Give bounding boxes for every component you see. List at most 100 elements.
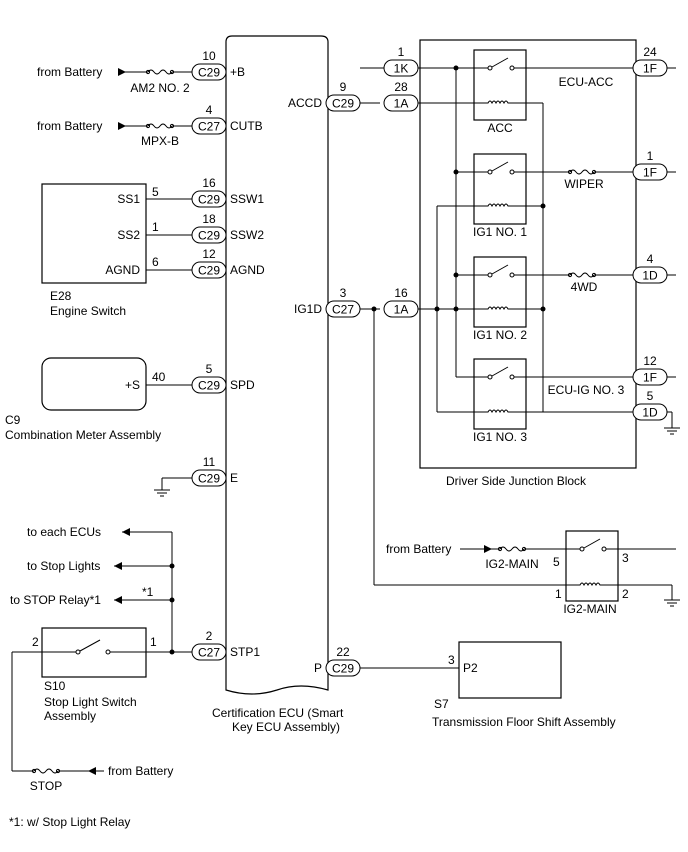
arrow-in-icon — [484, 545, 492, 553]
pin-number: 22 — [336, 645, 350, 659]
connector-label: C27 — [198, 120, 220, 134]
relay-label: IG1 NO. 2 — [473, 328, 527, 342]
pin-number: 12 — [643, 354, 657, 368]
connector-label: C29 — [198, 264, 220, 278]
relay-label: IG1 NO. 3 — [473, 430, 527, 444]
connector-c29-e: C29 — [191, 469, 227, 487]
relay-label: IG2-MAIN — [563, 602, 616, 616]
component-code: S7 — [434, 697, 449, 711]
connector-label: 1F — [643, 62, 657, 76]
terminal-label: STP1 — [230, 645, 260, 659]
relay-ig1-no2 — [473, 256, 527, 328]
relay-label: IG1 NO. 1 — [473, 225, 527, 239]
connector-jb-1d-4wd: 1D — [632, 266, 668, 284]
component-name: Key ECU Assembly) — [232, 720, 340, 734]
component-name: Certification ECU (Smart — [212, 706, 344, 720]
terminal-label: E — [230, 471, 238, 485]
connector-pills: C29C27C29C29C29C29C29C27C29C27C291K1A1A1… — [191, 59, 668, 677]
fuse-label: ECU-ACC — [559, 75, 614, 89]
coil-icon — [474, 203, 526, 208]
terminal-label: SS2 — [117, 228, 140, 242]
connector-c29-ssw1: C29 — [191, 190, 227, 208]
fuse-ig2-main-icon — [499, 546, 525, 552]
relay-acc — [473, 49, 527, 121]
connector-jb-1a-accd: 1A — [383, 94, 419, 112]
ground-icon — [664, 599, 680, 607]
component-code: E28 — [50, 289, 72, 303]
destination-label: to STOP Relay*1 — [10, 593, 101, 607]
pin-number: 10 — [202, 49, 216, 63]
terminal-label: ACCD — [288, 96, 322, 110]
pin-number: 6 — [152, 255, 159, 269]
ground-icon — [664, 427, 680, 435]
connector-jb-1a-ig1d: 1A — [383, 300, 419, 318]
pin-number: 1 — [555, 587, 562, 601]
component-name: Combination Meter Assembly — [5, 428, 161, 442]
fuse-label: AM2 NO. 2 — [130, 81, 190, 95]
fuse-label: MPX-B — [141, 134, 179, 148]
arrow-in-icon — [118, 122, 126, 130]
fuse-am2-icon — [147, 69, 161, 75]
terminal-label: IG1D — [294, 302, 322, 316]
fuse-stop-icon — [33, 768, 59, 774]
connector-label: C29 — [198, 193, 220, 207]
pin-number: 5 — [647, 389, 654, 403]
certification-ecu-box — [225, 35, 329, 695]
connector-label: C27 — [198, 646, 220, 660]
pin-number: 1 — [647, 149, 654, 163]
component-code: C9 — [5, 413, 21, 427]
connector-jb-1f-ecuig: 1F — [632, 368, 668, 386]
connector-c29-ssw2: C29 — [191, 226, 227, 244]
pin-number: 4 — [647, 252, 654, 266]
fuse-label: STOP — [30, 779, 62, 793]
relay-ig1-no1 — [473, 153, 527, 225]
terminal-label: AGND — [230, 263, 265, 277]
pin-number: 1 — [398, 45, 405, 59]
pin-number: 9 — [340, 80, 347, 94]
arrow-out-icon — [114, 596, 122, 604]
destination-label: to Stop Lights — [27, 559, 100, 573]
component-name: Transmission Floor Shift Assembly — [432, 715, 616, 729]
coil-icon — [474, 306, 526, 311]
connector-jb-1f-wiper: 1F — [632, 163, 668, 181]
fuse-label: IG2-MAIN — [485, 557, 538, 571]
footnote: *1: w/ Stop Light Relay — [9, 815, 130, 829]
connector-label: 1A — [394, 97, 409, 111]
transmission-floor-shift-box — [458, 641, 562, 699]
connector-jb-1f-acc: 1F — [632, 59, 668, 77]
connector-c29-spd: C29 — [191, 376, 227, 394]
connector-label: 1F — [643, 166, 657, 180]
note-mark: *1 — [142, 585, 154, 599]
connector-c29-agnd: C29 — [191, 261, 227, 279]
source-label: from Battery — [37, 65, 102, 79]
connector-c27-stp1: C27 — [191, 643, 227, 661]
source-label: from Battery — [108, 764, 173, 778]
relay-label: ACC — [487, 121, 513, 135]
pin-number: 11 — [203, 455, 216, 469]
component-name: Assembly — [44, 709, 96, 723]
connector-label: 1K — [394, 62, 409, 76]
arrow-out-icon — [114, 562, 122, 570]
connector-label: 1F — [643, 371, 657, 385]
pin-number: 40 — [152, 370, 166, 384]
pin-number: 2 — [32, 635, 39, 649]
terminal-label: SPD — [230, 378, 255, 392]
pin-number: 5 — [152, 185, 159, 199]
terminal-label: SS1 — [117, 192, 140, 206]
pin-number: 3 — [448, 653, 455, 667]
relay-ig2-main — [565, 530, 619, 602]
terminal-label: SSW2 — [230, 228, 264, 242]
connector-label: C29 — [198, 66, 220, 80]
connector-c29-p: C29 — [325, 659, 361, 677]
pin-number: 3 — [340, 286, 347, 300]
pin-number: 28 — [394, 80, 408, 94]
junction-block-box — [419, 39, 637, 469]
pin-number: 5 — [553, 555, 560, 569]
source-label: from Battery — [386, 542, 451, 556]
arrow-in-icon — [118, 68, 126, 76]
pin-number: 1 — [150, 635, 157, 649]
arrow-in-icon — [88, 767, 96, 775]
connector-c27-cutb: C27 — [191, 117, 227, 135]
fuse-label: ECU-IG NO. 3 — [548, 383, 625, 397]
